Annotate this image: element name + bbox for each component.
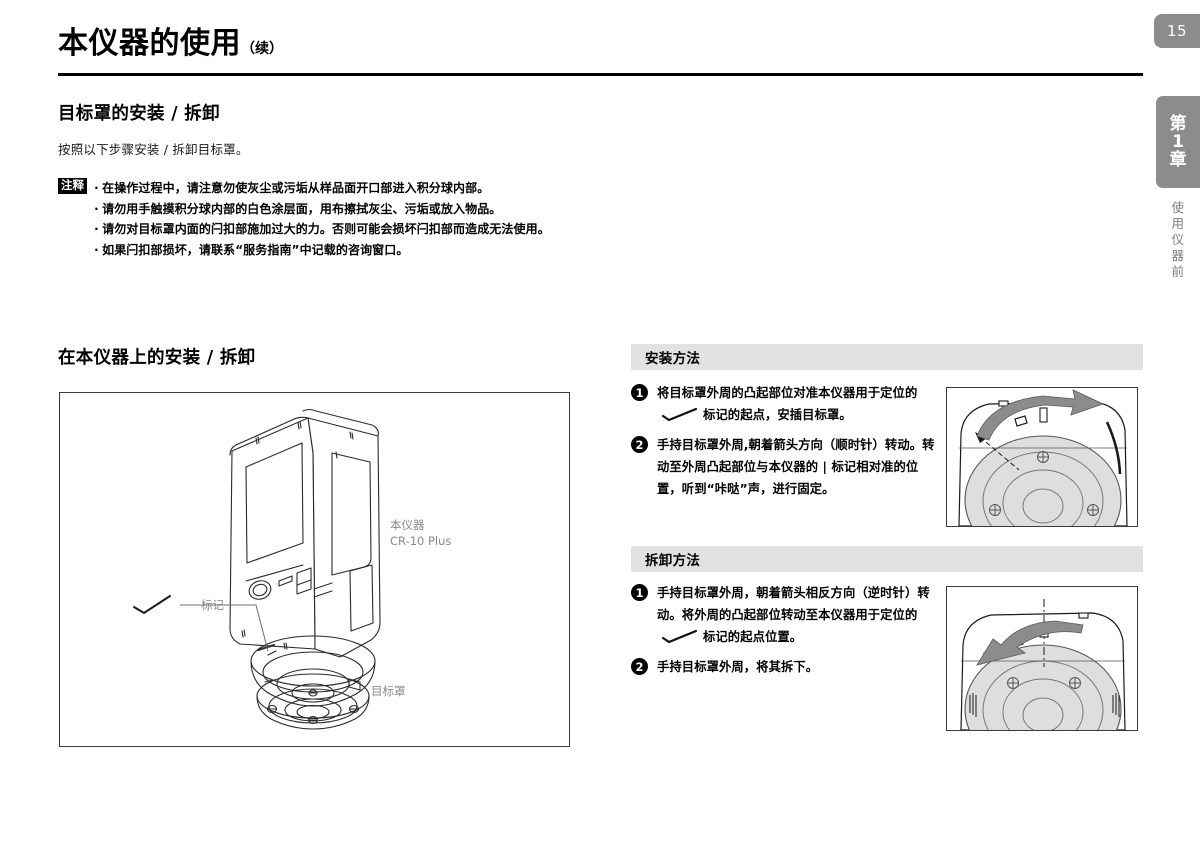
procedure-step: 1 将目标罩外周的凸起部位对准本仪器用于定位的标记的起点，安插目标罩。 (631, 382, 941, 426)
illustration-label-instrument-line2: CR-10 Plus (390, 533, 452, 548)
chapter-tab-line-3: 章 (1169, 150, 1187, 170)
locating-mark-icon (661, 630, 698, 643)
chapter-subtitle-char-4: 器 (1171, 248, 1185, 263)
instrument-illustration-panel: 本仪器 CR-10 Plus 标记 目标罩 (59, 392, 570, 747)
procedure-bar-remove: 拆卸方法 (631, 546, 1143, 572)
page-number: 15 (1166, 22, 1188, 40)
note-badge: 注释 (58, 178, 87, 195)
chapter-tab-line-2: 1 (1172, 131, 1184, 152)
procedure-bar-label: 拆卸方法 (645, 553, 701, 569)
chapter-tab: 第 1 章 (1156, 96, 1200, 188)
chapter-subtitle-char-5: 前 (1171, 264, 1185, 279)
step-number-badge: 2 (631, 658, 648, 675)
chapter-tab-line-1: 第 (1169, 113, 1187, 134)
page-number-tab: 15 (1154, 14, 1200, 48)
step-number-badge: 1 (631, 384, 648, 401)
step-text-after: 标记的起点位置。 (703, 630, 803, 644)
section-heading-install-remove: 目标罩的安装 / 拆卸 (58, 104, 220, 124)
procedure-bar-label: 安装方法 (645, 351, 701, 367)
diagram-remove-rotation (946, 586, 1138, 731)
chapter-subtitle-char-1: 使 (1171, 200, 1185, 215)
step-text: 手持目标罩外周，朝着箭头相反方向（逆时针）转动。将外周的凸起部位转动至本仪器用于… (657, 582, 941, 648)
diagram-remove-svg (960, 599, 1126, 730)
step-text-after: 标记的起点，安插目标罩。 (703, 408, 852, 422)
instrument-illustration-svg (133, 408, 381, 730)
note-block: 注释 在操作过程中，请注意勿使灰尘或污垢从样品面开口部进入积分球内部。 请勿用手… (58, 178, 618, 260)
locating-mark-icon (661, 408, 698, 421)
note-item: 请勿对目标罩内面的闩扣部施加过大的力。否则可能会损坏闩扣部而造成无法使用。 (94, 219, 550, 240)
procedure-steps-install: 1 将目标罩外周的凸起部位对准本仪器用于定位的标记的起点，安插目标罩。 2 手持… (631, 382, 941, 508)
step-text: 手持目标罩外周，将其拆下。 (657, 660, 819, 674)
section-heading-on-instrument: 在本仪器上的安装 / 拆卸 (58, 348, 256, 368)
page-title-suffix: （续） (241, 41, 283, 57)
procedure-step: 2 手持目标罩外周，将其拆下。 (631, 656, 941, 678)
diagram-install-rotation (946, 387, 1138, 527)
procedure-step: 2 手持目标罩外周,朝着箭头方向（顺时针）转动。转动至外周凸起部位与本仪器的 |… (631, 434, 941, 500)
intro-paragraph: 按照以下步骤安装 / 拆卸目标罩。 (58, 142, 249, 157)
note-item: 请勿用手触摸积分球内部的白色涂层面，用布擦拭灰尘、污垢或放入物品。 (94, 199, 550, 220)
step-text: 将目标罩外周的凸起部位对准本仪器用于定位的标记的起点，安插目标罩。 (657, 382, 941, 426)
procedure-step: 1 手持目标罩外周，朝着箭头相反方向（逆时针）转动。将外周的凸起部位转动至本仪器… (631, 582, 941, 648)
step-text: 手持目标罩外周,朝着箭头方向（顺时针）转动。转动至外周凸起部位与本仪器的 | 标… (657, 438, 935, 496)
step-text-before: 手持目标罩外周，朝着箭头相反方向（逆时针）转动。将外周的凸起部位转动至本仪器用于… (657, 586, 930, 622)
illustration-label-target-mask: 目标罩 (371, 684, 406, 698)
illustration-label-instrument: 本仪器 CR-10 Plus (390, 518, 451, 549)
note-item: 在操作过程中，请注意勿使灰尘或污垢从样品面开口部进入积分球内部。 (94, 178, 550, 199)
chapter-subtitle-char-2: 用 (1171, 216, 1185, 231)
title-divider-rule (58, 73, 1143, 76)
page-title-main: 本仪器的使用 (58, 26, 241, 61)
illustration-label-instrument-line1: 本仪器 (390, 518, 425, 532)
diagram-install-svg (958, 389, 1128, 526)
locating-mark-glyph (133, 595, 171, 615)
procedure-steps-remove: 1 手持目标罩外周，朝着箭头相反方向（逆时针）转动。将外周的凸起部位转动至本仪器… (631, 582, 941, 686)
chapter-subtitle-char-3: 仪 (1171, 232, 1185, 247)
step-number-badge: 2 (631, 436, 648, 453)
chapter-subtitle-vertical: 使 用 仪 器 前 (1164, 200, 1192, 280)
note-item: 如果闩扣部损坏，请联系“服务指南”中记载的咨询窗口。 (94, 240, 550, 261)
illustration-label-mark: 标记 (201, 598, 224, 612)
note-list: 在操作过程中，请注意勿使灰尘或污垢从样品面开口部进入积分球内部。 请勿用手触摸积… (94, 178, 550, 260)
page-title: 本仪器的使用（续） (58, 18, 283, 62)
step-number-badge: 1 (631, 584, 648, 601)
procedure-bar-install: 安装方法 (631, 344, 1143, 370)
step-text-before: 将目标罩外周的凸起部位对准本仪器用于定位的 (657, 386, 918, 400)
